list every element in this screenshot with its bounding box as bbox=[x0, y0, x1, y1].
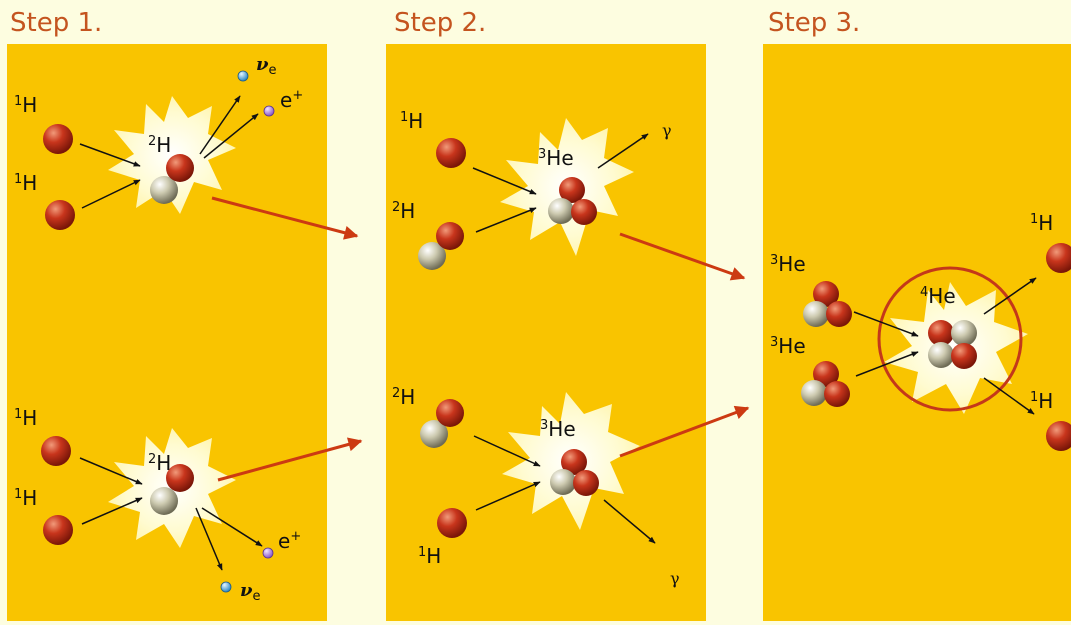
proton-particle bbox=[45, 200, 75, 230]
reaction-arrow bbox=[79, 457, 143, 485]
helium4-particle bbox=[928, 320, 977, 369]
neutrino-particle bbox=[237, 70, 249, 82]
step-1-title: Step 1. bbox=[10, 8, 103, 38]
step-2-title: Step 2. bbox=[394, 8, 487, 38]
deuterium-label: 2H bbox=[392, 199, 415, 223]
proton-label: 1H bbox=[14, 406, 37, 430]
proton-label: 1H bbox=[14, 93, 37, 117]
reaction-arrow bbox=[79, 143, 141, 167]
helium3-label: 3He bbox=[540, 417, 576, 441]
gamma-label: γ bbox=[670, 569, 680, 588]
proton-label: 1H bbox=[14, 171, 37, 195]
step2-panel bbox=[386, 44, 706, 621]
reaction-arrow bbox=[473, 435, 541, 467]
positron-label: e+ bbox=[280, 88, 303, 112]
proton-particle bbox=[43, 124, 73, 154]
reaction-arrow bbox=[201, 507, 263, 547]
neutrino-label: νe bbox=[240, 580, 261, 604]
neutrino-label: νe bbox=[256, 54, 277, 78]
proton-label: 1H bbox=[14, 486, 37, 510]
proton-particle bbox=[1046, 243, 1071, 273]
helium3-particle bbox=[801, 361, 850, 407]
reaction-arrow bbox=[475, 481, 541, 511]
positron-particle bbox=[262, 547, 274, 559]
positron-label: e+ bbox=[278, 529, 301, 553]
reaction-circle bbox=[877, 266, 1023, 412]
reaction-arrow bbox=[472, 167, 537, 195]
reaction-arrow bbox=[597, 133, 649, 169]
transfer-arrow bbox=[619, 405, 750, 458]
proton-particle bbox=[437, 508, 467, 538]
step-3-title: Step 3. bbox=[768, 8, 861, 38]
positron-particle bbox=[263, 105, 275, 117]
deuterium-particle bbox=[150, 154, 194, 204]
helium3-label: 3He bbox=[770, 252, 806, 276]
proton-particle bbox=[43, 515, 73, 545]
reaction-arrow bbox=[195, 507, 223, 571]
deuterium-label: 2H bbox=[148, 133, 171, 157]
reaction-arrow bbox=[199, 95, 241, 155]
deuterium-label: 2H bbox=[392, 385, 415, 409]
proton-particle bbox=[41, 436, 71, 466]
reaction-arrow bbox=[855, 351, 919, 377]
reaction-arrow bbox=[983, 277, 1037, 315]
reaction-arrow bbox=[81, 497, 143, 525]
reaction-arrow bbox=[203, 113, 259, 159]
helium3-label: 3He bbox=[770, 334, 806, 358]
helium3-particle bbox=[548, 177, 597, 225]
transfer-arrow bbox=[619, 232, 746, 281]
proton-label: 1H bbox=[418, 544, 441, 568]
neutrino-particle bbox=[220, 581, 232, 593]
helium3-particle bbox=[803, 281, 852, 327]
proton-label: 1H bbox=[1030, 211, 1053, 235]
gamma-label: γ bbox=[662, 121, 672, 140]
transfer-arrow bbox=[211, 196, 359, 240]
proton-particle bbox=[1046, 421, 1071, 451]
reaction-arrow bbox=[983, 377, 1035, 415]
helium4-label: 4He bbox=[920, 284, 956, 308]
reaction-arrow bbox=[603, 499, 656, 544]
helium3-particle bbox=[550, 449, 599, 496]
proton-particle bbox=[436, 138, 466, 168]
deuterium-particle bbox=[418, 222, 464, 270]
deuterium-label: 2H bbox=[148, 451, 171, 475]
proton-label: 1H bbox=[400, 109, 423, 133]
deuterium-particle bbox=[420, 399, 464, 448]
helium3-label: 3He bbox=[538, 146, 574, 170]
proton-label: 1H bbox=[1030, 389, 1053, 413]
reaction-arrow bbox=[81, 179, 141, 209]
reaction-arrow bbox=[853, 311, 919, 337]
deuterium-particle bbox=[150, 464, 194, 515]
reaction-arrow bbox=[475, 207, 537, 233]
transfer-arrow bbox=[217, 437, 363, 482]
